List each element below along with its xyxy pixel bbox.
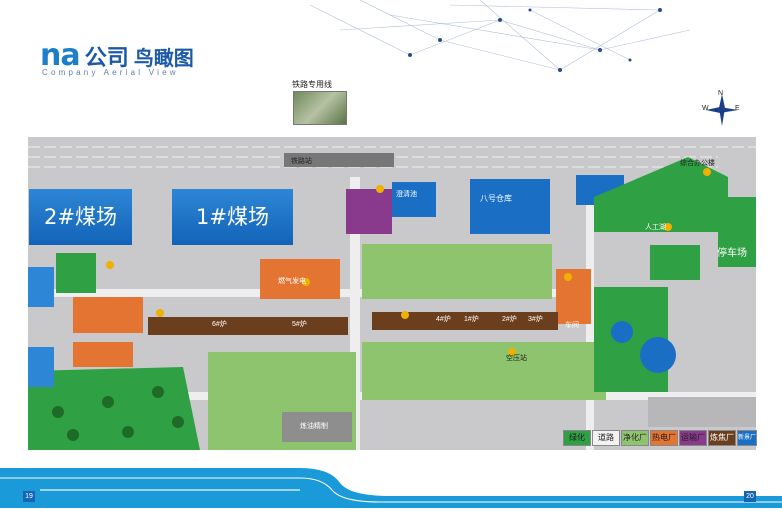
air-sep-label: 空压站 [506, 355, 527, 362]
legend-thermal: 热电厂 [650, 430, 678, 446]
oil-refine-label: 炼油精制 [300, 423, 328, 430]
rail-photo [293, 91, 347, 125]
lake-label: 人工湖 [645, 224, 666, 231]
parking-label: 停车场 [717, 248, 747, 259]
furnace1-label: 1#炉 [464, 316, 479, 323]
coal-yard-1: 1#煤场 [172, 189, 293, 245]
sediment-label: 澄清池 [396, 191, 417, 198]
rail-line-label: 铁路专用线 [292, 80, 332, 89]
brand-name: 公司 [84, 46, 129, 71]
station-label: 铁路站 [291, 158, 312, 165]
compass-n: N [718, 90, 724, 97]
legend-purify: 净化厂 [621, 430, 649, 446]
furnace4-label: 4#炉 [436, 316, 451, 323]
furnace2-label: 2#炉 [502, 316, 517, 323]
gas-power-label: 燃气发电 [278, 278, 306, 285]
warehouse8-label: 八号仓库 [480, 194, 512, 203]
map-shapes [28, 146, 756, 450]
brand-logo: na [40, 38, 81, 73]
page-number-left: 19 [23, 491, 35, 502]
legend-transport: 运输厂 [679, 430, 707, 446]
coal-yard-2: 2#煤场 [29, 189, 132, 245]
brand-subtitle-en: Company Aerial View [42, 68, 179, 77]
footer-wave [0, 468, 782, 508]
office-label: 综合办公楼 [680, 160, 715, 167]
legend-new: 新景厂 [737, 430, 757, 446]
workshop-label: 车间 [565, 322, 579, 329]
legend-road: 道路 [592, 430, 620, 446]
legend-coking: 炼焦厂 [708, 430, 736, 446]
compass-w: W [702, 105, 709, 112]
furnace5-label: 5#炉 [292, 321, 307, 328]
compass-e: E [735, 105, 740, 112]
compass-icon [706, 94, 738, 126]
legend-greening: 绿化 [563, 430, 591, 446]
brand-title: na 公司 鸟瞰图 [40, 38, 194, 73]
brand-subtitle: 鸟瞰图 [133, 46, 194, 70]
network-decoration [309, 0, 691, 72]
furnace6-label: 6#炉 [212, 321, 227, 328]
page-number-right: 20 [744, 491, 756, 502]
furnace3-label: 3#炉 [528, 316, 543, 323]
